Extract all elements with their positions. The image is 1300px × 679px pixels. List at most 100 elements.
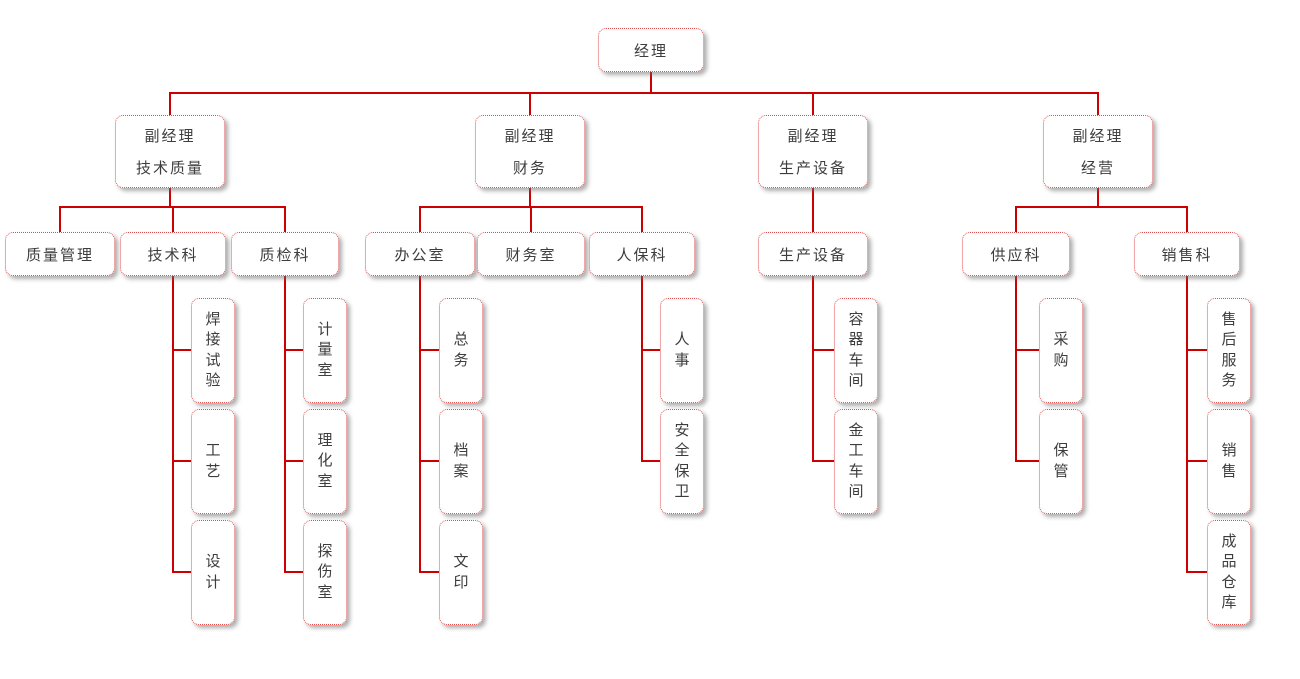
connector [650,72,652,93]
connector [812,349,834,351]
org-node-purchasing[interactable]: 采购 [1039,298,1083,403]
org-node-metrology-room[interactable]: 计量室 [303,298,347,403]
org-node-label: 文印 [453,553,469,591]
org-node-deputy-finance[interactable]: 副经理 财务 [475,115,585,188]
org-node-personnel[interactable]: 人事 [660,298,704,403]
connector [169,188,171,208]
org-node-label: 财务 [512,160,547,177]
connector [641,349,660,351]
org-node-label: 安全保卫 [674,422,690,500]
connector [419,460,439,462]
org-node-production-equipment[interactable]: 生产设备 [758,232,868,276]
connector [530,206,532,232]
org-node-label: 金工车间 [848,422,864,500]
org-node-label: 人事 [674,331,690,369]
org-node-label: 总务 [453,331,469,369]
connector [1015,206,1017,232]
org-node-finished-goods-warehouse[interactable]: 成品仓库 [1207,520,1251,625]
org-node-label: 供应科 [990,246,1042,264]
org-node-label: 经营 [1080,160,1115,177]
org-node-quality-mgmt[interactable]: 质量管理 [5,232,115,276]
org-node-storage[interactable]: 保管 [1039,409,1083,514]
org-node-manager[interactable]: 经理 [598,28,704,72]
org-node-label: 人保科 [616,246,668,264]
connector [172,349,191,351]
org-node-label: 生产设备 [778,160,847,177]
org-node-label: 工艺 [205,442,221,480]
org-node-label: 生产设备 [778,246,847,264]
org-node-label: 销售科 [1161,246,1213,264]
org-node-label: 采购 [1053,331,1069,369]
org-node-label: 副经理 [1072,128,1124,145]
connector [1015,206,1188,208]
connector [419,571,439,573]
org-node-metalwork-workshop[interactable]: 金工车间 [834,409,878,514]
org-node-archives[interactable]: 档案 [439,409,483,514]
org-node-office[interactable]: 办公室 [365,232,475,276]
org-node-aftersales-service[interactable]: 售后服务 [1207,298,1251,403]
connector [172,206,174,232]
org-node-label: 副经理 [787,128,839,145]
connector [419,349,439,351]
org-node-flaw-detection-room[interactable]: 探伤室 [303,520,347,625]
org-node-sales[interactable]: 销售 [1207,409,1251,514]
org-node-finance-office[interactable]: 财务室 [477,232,585,276]
org-node-label: 经理 [633,42,668,60]
org-node-process[interactable]: 工艺 [191,409,235,514]
connector [284,276,286,573]
org-node-physchem-room[interactable]: 理化室 [303,409,347,514]
connector [641,276,643,462]
org-node-design[interactable]: 设计 [191,520,235,625]
connector [529,188,531,208]
org-node-label: 副经理 [144,128,196,145]
org-node-deputy-production[interactable]: 副经理 生产设备 [758,115,868,188]
org-node-general-affairs[interactable]: 总务 [439,298,483,403]
connector [1097,92,1099,115]
org-node-label: 档案 [453,442,469,480]
org-node-label: 保管 [1053,442,1069,480]
org-node-label: 技术科 [147,246,199,264]
connector [812,276,814,462]
connector [812,460,834,462]
connector [419,276,421,573]
org-node-label: 财务室 [505,246,557,264]
connector [1015,276,1017,462]
org-node-sales-dept[interactable]: 销售科 [1134,232,1240,276]
connector [419,206,421,232]
connector [812,92,814,115]
org-node-label: 副经理 [504,128,556,145]
connector [284,571,303,573]
connector [641,460,660,462]
org-node-deputy-tech-quality[interactable]: 副经理 技术质量 [115,115,225,188]
connector [169,92,171,115]
connector [1186,349,1207,351]
org-node-qc-dept[interactable]: 质检科 [231,232,339,276]
org-node-container-workshop[interactable]: 容器车间 [834,298,878,403]
connector [529,92,531,115]
connector [169,92,1099,94]
connector [284,206,286,232]
connector [1015,349,1039,351]
org-node-tech-dept[interactable]: 技术科 [120,232,226,276]
org-node-label: 计量室 [317,321,333,379]
org-node-welding-test[interactable]: 焊接试验 [191,298,235,403]
connector [1186,206,1188,232]
org-node-supply-dept[interactable]: 供应科 [962,232,1070,276]
connector [1186,571,1207,573]
org-node-label: 办公室 [394,246,446,264]
org-node-label: 理化室 [317,432,333,490]
org-node-printing[interactable]: 文印 [439,520,483,625]
org-node-deputy-operations[interactable]: 副经理 经营 [1043,115,1153,188]
org-node-label: 设计 [205,553,221,591]
connector [1097,188,1099,208]
org-node-safety-security[interactable]: 安全保卫 [660,409,704,514]
org-node-label: 质量管理 [25,246,94,264]
org-node-label: 容器车间 [848,311,864,389]
connector [172,276,174,573]
connector [172,571,191,573]
connector [812,188,814,232]
org-node-hr-security-dept[interactable]: 人保科 [589,232,695,276]
connector [172,460,191,462]
org-node-label: 成品仓库 [1221,533,1237,611]
